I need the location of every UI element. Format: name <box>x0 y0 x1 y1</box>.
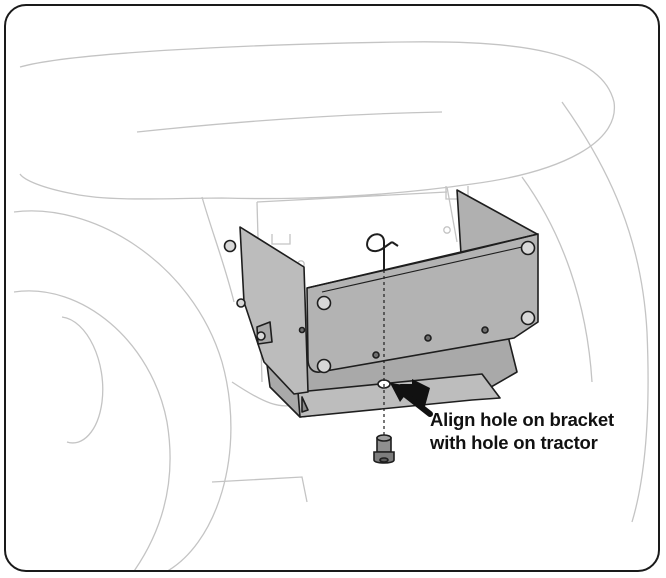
tractor-hood <box>19 41 616 200</box>
hood-crease <box>136 111 443 133</box>
bracket-slot <box>301 396 309 413</box>
bracket-hole-3 <box>481 326 489 334</box>
tractor-hole-2 <box>443 226 451 234</box>
illustration-frame: Align hole on bracket with hole on tract… <box>4 4 660 572</box>
tractor-step <box>211 476 308 503</box>
bracket-bolt-5 <box>316 358 332 374</box>
bracket-bolt-1 <box>223 239 237 253</box>
callout-line-2: with hole on tractor <box>430 432 598 453</box>
assembly-illustration <box>13 41 649 570</box>
tractor-frame-back <box>256 191 448 203</box>
bracket-bolt-3 <box>256 331 266 341</box>
bracket-top-edge <box>306 233 539 289</box>
tractor-wheel-hub <box>61 316 104 444</box>
bracket-bolt-2 <box>236 298 246 308</box>
tractor-wheel-outer <box>13 210 232 570</box>
callout-line-1: Align hole on bracket <box>430 409 614 430</box>
bracket-bolt-7 <box>520 310 536 326</box>
callout-arrow-shaft <box>399 389 433 417</box>
bracket-inner-line <box>321 246 523 293</box>
clevis-pin <box>373 434 395 464</box>
bracket-bolt-4 <box>316 295 332 311</box>
bracket-hole-4 <box>298 326 306 334</box>
tractor-fender-right <box>561 101 649 523</box>
bracket-hole-2 <box>424 334 432 342</box>
bracket-front-wall <box>306 233 539 373</box>
bracket-bolt-6 <box>520 240 536 256</box>
tractor-outline <box>13 41 649 570</box>
callout-arrow-head <box>390 383 412 402</box>
hitch-pin-clip <box>366 233 399 270</box>
tractor-slot-left <box>271 234 291 245</box>
bracket-back-flange <box>239 226 309 395</box>
tractor-fender-inner <box>521 176 593 383</box>
tractor-side-panel <box>201 196 235 303</box>
bracket-hole-1 <box>372 351 380 359</box>
callout-label: Align hole on bracket with hole on tract… <box>430 408 650 454</box>
tractor-wheel-mid <box>13 290 171 570</box>
tractor-frame-post <box>446 186 458 243</box>
mounting-bracket <box>223 189 539 418</box>
